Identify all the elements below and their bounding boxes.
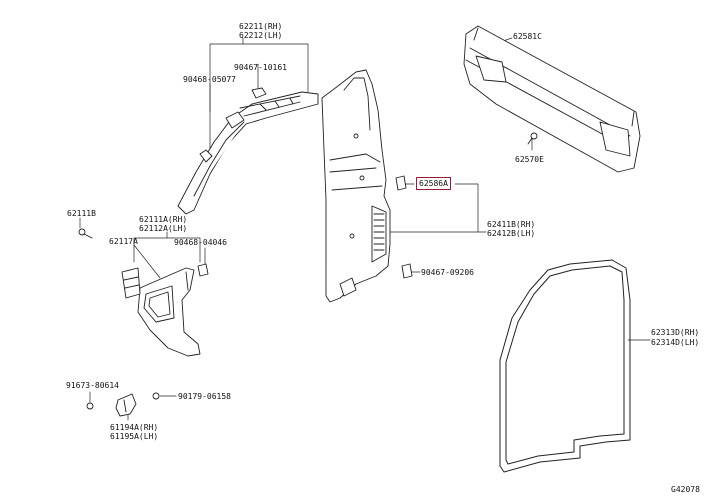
label-61195A[interactable]: 61195A(LH) bbox=[110, 432, 159, 441]
label-91673-80614[interactable]: 91673-80614 bbox=[66, 381, 119, 390]
label-62212[interactable]: 62212(LH) bbox=[239, 31, 283, 40]
back-panel-62581C bbox=[463, 25, 641, 173]
bracket-62117A bbox=[121, 267, 141, 299]
label-61194A[interactable]: 61194A(RH) bbox=[110, 423, 159, 432]
label-90467-09206[interactable]: 90467-09206 bbox=[421, 268, 474, 277]
label-90468-04046[interactable]: 90468-04046 bbox=[174, 238, 227, 247]
label-62313D[interactable]: 62313D(RH) bbox=[651, 328, 700, 337]
clip-90468-04046 bbox=[197, 263, 209, 277]
label-90468-05077[interactable]: 90468-05077 bbox=[183, 75, 236, 84]
label-90467-10161[interactable]: 90467-10161 bbox=[234, 63, 287, 72]
leader-lines bbox=[79, 37, 651, 421]
lower-trim-62111A bbox=[137, 267, 201, 357]
label-62412B[interactable]: 62412B(LH) bbox=[487, 229, 536, 238]
label-62570E[interactable]: 62570E bbox=[515, 155, 544, 164]
label-62581C[interactable]: 62581C bbox=[513, 32, 542, 41]
label-62112A[interactable]: 62112A(LH) bbox=[139, 224, 188, 233]
label-62111B[interactable]: 62111B bbox=[67, 209, 96, 218]
diagram-ref-code: G42078 bbox=[671, 485, 700, 494]
clip-parts bbox=[199, 87, 267, 163]
label-62586A-highlighted[interactable]: 62586A bbox=[416, 177, 451, 190]
label-62314D[interactable]: 62314D(LH) bbox=[651, 338, 700, 347]
screw-62111B bbox=[78, 228, 93, 239]
quarter-trim-62411B bbox=[321, 69, 391, 303]
screw-62570E bbox=[527, 132, 538, 145]
label-90179-06158[interactable]: 90179-06158 bbox=[178, 392, 231, 401]
hinge-61194A bbox=[86, 392, 160, 417]
weatherstrip-62313D bbox=[499, 259, 631, 473]
pillar-garnish-62211 bbox=[177, 91, 319, 215]
clip-62586A bbox=[395, 175, 407, 191]
clip-90467-09206 bbox=[401, 263, 413, 279]
label-62411B[interactable]: 62411B(RH) bbox=[487, 220, 536, 229]
label-62211[interactable]: 62211(RH) bbox=[239, 22, 283, 31]
label-62117A[interactable]: 62117A bbox=[109, 237, 138, 246]
label-62111A[interactable]: 62111A(RH) bbox=[139, 215, 188, 224]
